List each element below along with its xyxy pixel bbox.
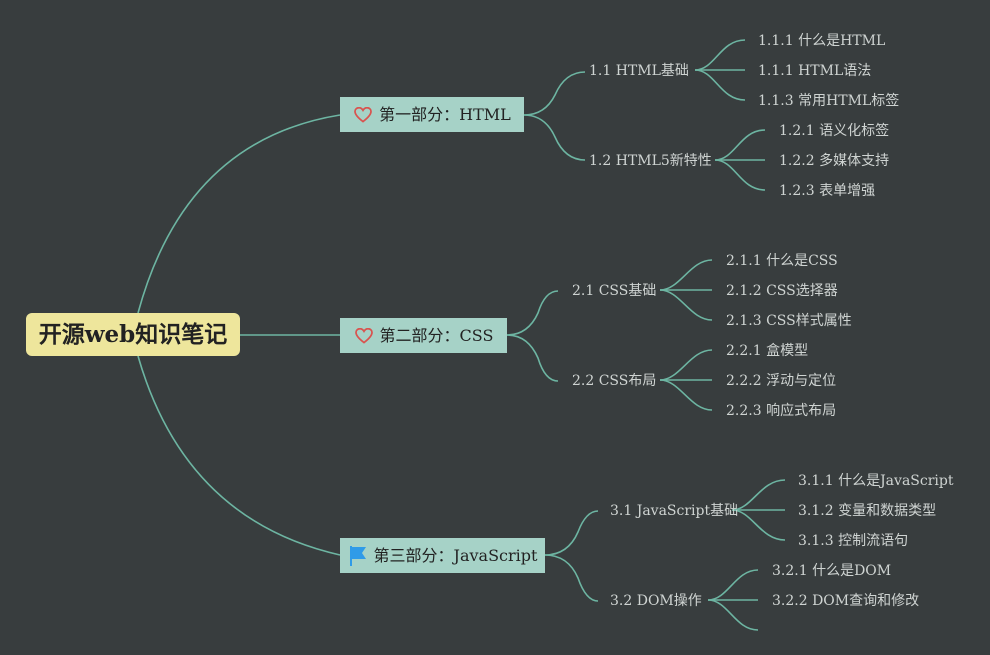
leaf-node[interactable]: 1.1.1 HTML语法 (758, 63, 872, 79)
section-label: 第一部分：HTML (379, 105, 511, 124)
leaf-node[interactable]: 3.1.3 控制流语句 (798, 533, 909, 549)
leaf-node[interactable]: 2.2.2 浮动与定位 (726, 373, 837, 389)
leaf-node[interactable]: 2.1.3 CSS样式属性 (726, 313, 852, 329)
leaf-node[interactable]: 2.2.3 响应式布局 (726, 403, 837, 419)
section-label: 第三部分：JavaScript (373, 546, 538, 565)
heart-icon (354, 326, 374, 346)
leaf-node[interactable]: 1.2.1 语义化标签 (779, 123, 890, 139)
flag-icon (348, 545, 368, 566)
leaf-node[interactable]: 3.1.2 变量和数据类型 (798, 503, 937, 519)
topic-html-basics[interactable]: 1.1 HTML基础 (589, 63, 689, 79)
topic-dom-operations[interactable]: 3.2 DOM操作 (610, 593, 702, 609)
leaf-node[interactable]: 2.1.2 CSS选择器 (726, 283, 838, 299)
leaf-node[interactable]: 1.2.2 多媒体支持 (779, 153, 890, 169)
section-label: 第二部分：CSS (379, 326, 494, 345)
leaf-node[interactable]: 3.1.1 什么是JavaScript (798, 473, 954, 489)
leaf-node[interactable]: 2.1.1 什么是CSS (726, 253, 838, 269)
section-html[interactable]: 第一部分：HTML (340, 97, 524, 132)
topic-css-layout[interactable]: 2.2 CSS布局 (572, 373, 657, 389)
leaf-node[interactable]: 3.2.2 DOM查询和修改 (772, 593, 920, 609)
leaf-node[interactable]: 2.2.1 盒模型 (726, 343, 809, 359)
topic-css-basics[interactable]: 2.1 CSS基础 (572, 283, 657, 299)
heart-icon (353, 105, 373, 125)
leaf-node[interactable]: 3.2.1 什么是DOM (772, 563, 892, 579)
topic-javascript-basics[interactable]: 3.1 JavaScript基础 (610, 503, 739, 519)
leaf-node[interactable]: 1.2.3 表单增强 (779, 183, 876, 199)
topic-html5-features[interactable]: 1.2 HTML5新特性 (589, 153, 712, 169)
leaf-node[interactable]: 1.1.1 什么是HTML (758, 33, 886, 49)
section-css[interactable]: 第二部分：CSS (340, 318, 507, 353)
leaf-node[interactable]: 1.1.3 常用HTML标签 (758, 93, 900, 109)
section-javascript[interactable]: 第三部分：JavaScript (340, 538, 545, 573)
root-node[interactable]: 开源web知识笔记 (26, 313, 240, 356)
